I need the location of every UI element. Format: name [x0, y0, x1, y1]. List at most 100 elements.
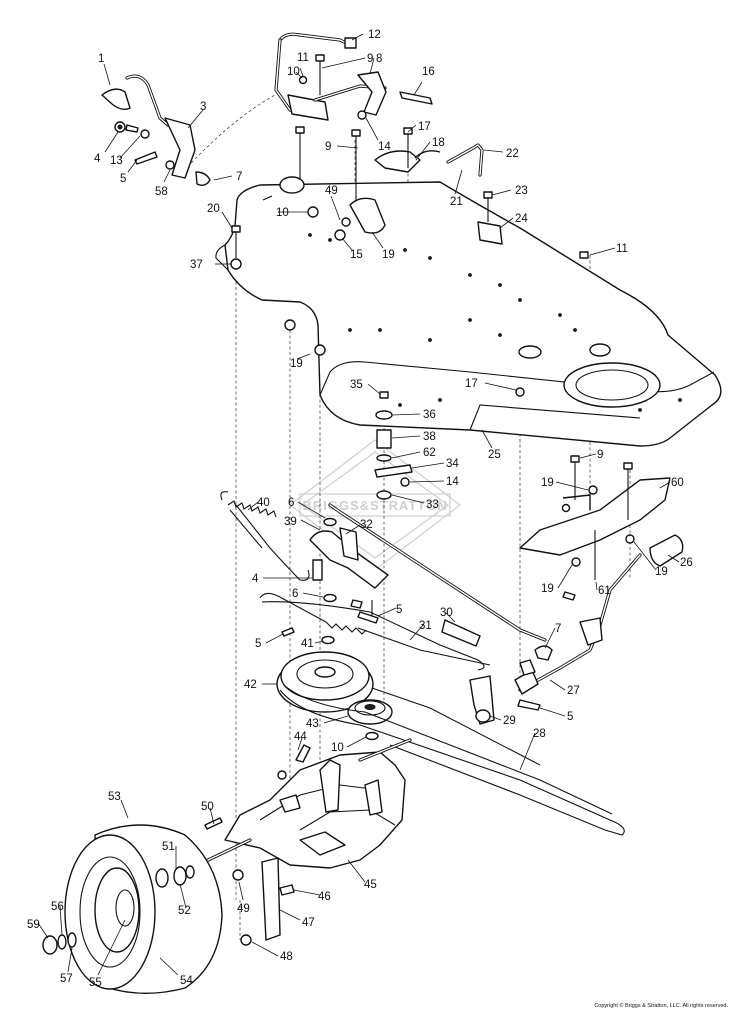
- callout-6: 6: [292, 588, 298, 600]
- callout-11: 11: [616, 243, 628, 255]
- callout-53: 53: [108, 791, 121, 803]
- callout-60: 60: [671, 477, 684, 489]
- callout-14: 14: [446, 476, 459, 488]
- callout-36: 36: [423, 409, 436, 421]
- transaxle: [202, 738, 412, 869]
- callout-1: 1: [98, 53, 104, 65]
- callout-22: 22: [506, 148, 519, 160]
- callout-23: 23: [515, 185, 528, 197]
- callout-39: 39: [284, 516, 297, 528]
- copyright-notice: Copyright © Briggs & Stratton, LLC. All …: [594, 1003, 728, 1009]
- callout-6: 6: [288, 497, 294, 509]
- callout-46: 46: [318, 891, 331, 903]
- callout-30: 30: [440, 607, 453, 619]
- callout-51: 51: [162, 841, 175, 853]
- callout-34: 34: [446, 458, 459, 470]
- callout-43: 43: [306, 718, 319, 730]
- center-bushing-stack: [374, 391, 413, 500]
- callout-29: 29: [503, 715, 516, 727]
- callout-10: 10: [276, 207, 289, 219]
- callout-21: 21: [450, 196, 463, 208]
- callout-3: 3: [200, 101, 206, 113]
- callout-28: 28: [533, 728, 546, 740]
- mounting-bracket: [519, 455, 671, 601]
- callout-52: 52: [178, 905, 191, 917]
- callout-17: 17: [418, 121, 431, 133]
- callout-32: 32: [360, 519, 373, 531]
- callout-7: 7: [236, 171, 242, 183]
- callout-15: 15: [350, 249, 363, 261]
- callout-58: 58: [155, 186, 168, 198]
- callout-19: 19: [541, 477, 554, 489]
- callout-42: 42: [244, 679, 257, 691]
- callout-9: 9: [597, 449, 603, 461]
- callout-26: 26: [680, 557, 693, 569]
- callout-9: 9: [367, 53, 373, 65]
- leader-lines: [37, 33, 680, 976]
- callout-25: 25: [488, 449, 501, 461]
- callout-31: 31: [419, 620, 432, 632]
- callout-59: 59: [27, 919, 40, 931]
- callout-16: 16: [422, 66, 435, 78]
- callout-40: 40: [257, 497, 270, 509]
- spring-41: [259, 592, 491, 666]
- shift-rod-assembly: [309, 503, 547, 642]
- callout-labels: 1 3 4 13 5 58 7 12 9 11 8 10 16 9 14 17 …: [27, 29, 693, 989]
- mow-height-bars: [274, 32, 503, 245]
- cotter-pins: [281, 611, 379, 637]
- frame-holes: [308, 233, 682, 412]
- callout-10: 10: [287, 66, 300, 78]
- callout-5: 5: [396, 604, 402, 616]
- callout-7: 7: [555, 623, 561, 635]
- callout-4: 4: [252, 573, 259, 585]
- callout-13: 13: [110, 155, 123, 167]
- rear-wheel: [42, 824, 223, 994]
- callout-19: 19: [655, 566, 668, 578]
- linkage-parts: [441, 534, 684, 725]
- callout-5: 5: [567, 711, 573, 723]
- callout-10: 10: [331, 742, 344, 754]
- callout-17: 17: [465, 378, 478, 390]
- callout-9: 9: [325, 141, 331, 153]
- callout-38: 38: [423, 431, 436, 443]
- callout-11: 11: [297, 52, 309, 64]
- callout-41: 41: [301, 638, 314, 650]
- frame: [215, 176, 722, 447]
- callout-49: 49: [237, 903, 250, 915]
- callout-55: 55: [89, 977, 102, 989]
- callout-35: 35: [350, 379, 363, 391]
- spring-40: [220, 491, 310, 581]
- callout-33: 33: [426, 499, 439, 511]
- callout-44: 44: [294, 731, 307, 743]
- callout-48: 48: [280, 951, 293, 963]
- callout-20: 20: [207, 203, 220, 215]
- pulley-42: [276, 635, 374, 713]
- callout-24: 24: [515, 213, 528, 225]
- callout-61: 61: [598, 585, 611, 597]
- callout-4: 4: [94, 153, 101, 165]
- callout-50: 50: [201, 801, 214, 813]
- callout-56: 56: [51, 901, 64, 913]
- callout-27: 27: [567, 685, 580, 697]
- callout-18: 18: [432, 137, 445, 149]
- callout-12: 12: [368, 29, 381, 41]
- callout-8: 8: [376, 53, 382, 65]
- callout-49: 49: [325, 185, 338, 197]
- callout-5: 5: [255, 638, 261, 650]
- callout-45: 45: [364, 879, 377, 891]
- callout-19: 19: [290, 358, 303, 370]
- callout-47: 47: [302, 917, 315, 929]
- top-bolts: [230, 54, 589, 397]
- callout-19: 19: [382, 249, 395, 261]
- callout-19: 19: [541, 583, 554, 595]
- callout-54: 54: [180, 975, 193, 987]
- callout-57: 57: [60, 973, 73, 985]
- callout-62: 62: [423, 447, 436, 459]
- rear-bracket: [232, 857, 295, 946]
- cable-31: [261, 601, 485, 671]
- drive-belt: [279, 685, 625, 836]
- lift-lever-assembly: [101, 74, 211, 187]
- callout-14: 14: [378, 141, 391, 153]
- callout-37: 37: [190, 259, 203, 271]
